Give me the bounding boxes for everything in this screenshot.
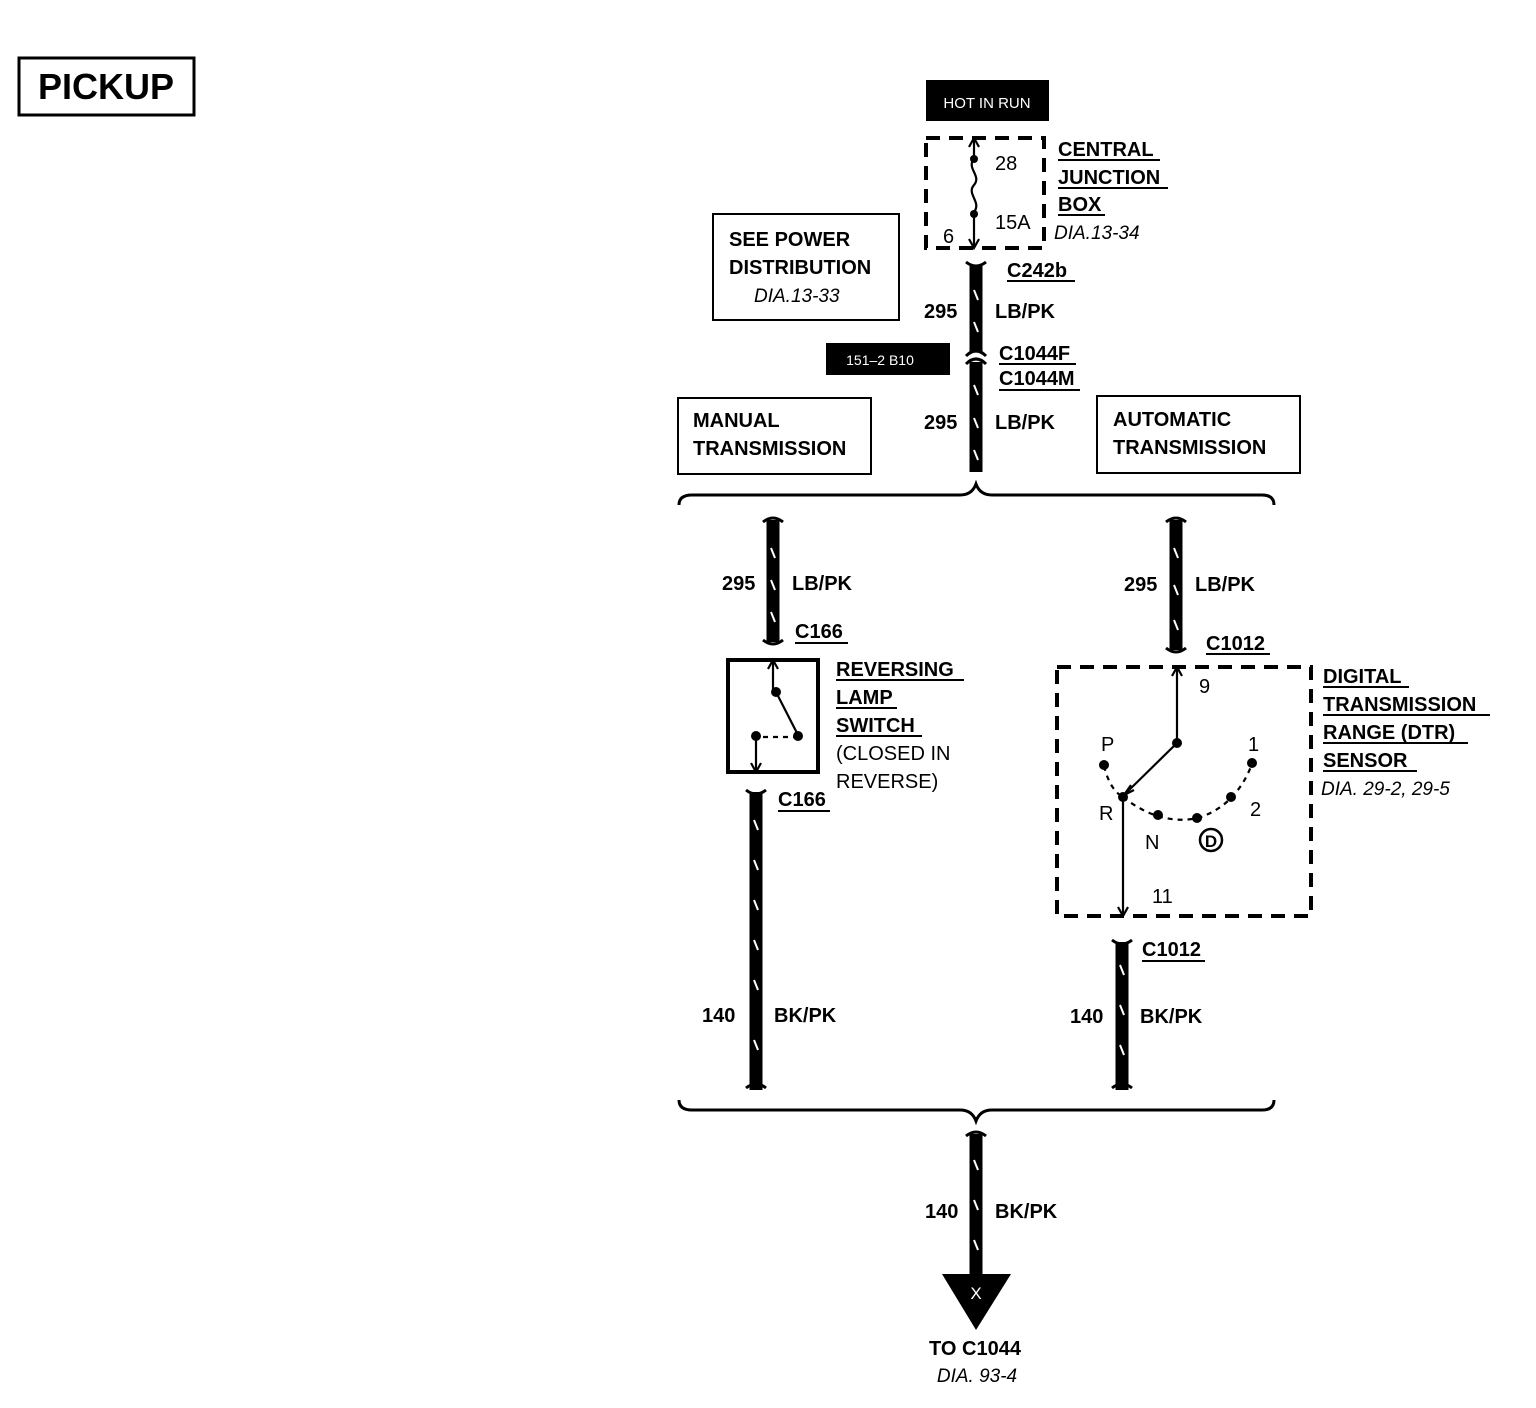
ground-wire-color: BK/PK [995,1201,1058,1223]
auto-wire-bottom-color: BK/PK [1140,1006,1203,1028]
location-badge: 151–2 B10 [826,343,950,375]
manual-wire-bottom-color: BK/PK [774,1005,837,1027]
pickup-title-box: PICKUP [17,56,196,117]
c166-top-label: C166 [795,621,843,643]
switch-label-4: (CLOSED IN [836,743,950,765]
c166-bottom-label: C166 [778,789,826,811]
jb-label-2: JUNCTION [1058,167,1160,189]
c1012-bottom-label: C1012 [1142,939,1201,961]
manual-wire-140 [745,788,767,1090]
connector-arrow-icon: X [942,1274,1011,1330]
auto-wire-top-num: 295 [1124,574,1157,596]
switch-label-1: REVERSING [836,659,954,681]
destination-ref: DIA. 93-4 [937,1366,1017,1387]
upper-wire-295 [964,260,988,472]
hot-in-run-label: HOT IN RUN [943,95,1030,112]
central-junction-box: 28 15A 6 CENTRAL JUNCTION BOX DIA.13-34 [924,135,1168,251]
hot-in-run-badge: HOT IN RUN [926,80,1049,121]
automatic-label-1: AUTOMATIC [1113,409,1231,431]
lower-option-brace [677,1099,1276,1126]
c1012-top-label: C1012 [1206,633,1265,655]
reversing-lamp-switch [726,657,820,775]
manual-label-1: MANUAL [693,410,780,432]
manual-wire-top-color: LB/PK [792,573,853,595]
arrow-mark-label: X [970,1284,981,1303]
manual-label-2: TRANSMISSION [693,438,846,460]
dtr-pos-1: 1 [1248,734,1259,756]
dtr-pos-d: D [1205,832,1217,851]
auto-wire-top-color: LB/PK [1195,574,1256,596]
pd-label-2: DISTRIBUTION [729,257,871,279]
upper-wire1-color: LB/PK [995,301,1056,323]
upper-wire1-num: 295 [924,301,957,323]
dtr-pos-p: P [1101,734,1114,756]
dtr-ref: DIA. 29-2, 29-5 [1321,779,1450,800]
upper-option-brace [677,479,1276,506]
upper-wire2-num: 295 [924,412,957,434]
upper-wire2-color: LB/PK [995,412,1056,434]
jb-pin-6: 6 [943,226,954,248]
switch-label-2: LAMP [836,687,893,709]
dtr-pin-9: 9 [1199,676,1210,698]
dtr-label-2: TRANSMISSION [1323,694,1476,716]
ground-wire-140 [965,1130,987,1280]
manual-wire-295 [762,516,784,646]
pd-ref: DIA.13-33 [754,286,840,307]
jb-label-1: CENTRAL [1058,139,1154,161]
location-badge-label: 151–2 B10 [846,352,914,368]
auto-wire-bottom-num: 140 [1070,1006,1103,1028]
jb-ref: DIA.13-34 [1054,223,1140,244]
pd-label-1: SEE POWER [729,229,851,251]
c1044f-label: C1044F [999,343,1070,365]
dtr-pos-r: R [1099,803,1113,825]
dtr-label-1: DIGITAL [1323,666,1402,688]
manual-wire-top-num: 295 [722,573,755,595]
destination-label: TO C1044 [929,1338,1022,1360]
dtr-label-4: SENSOR [1323,750,1408,772]
auto-wire-140 [1111,938,1133,1090]
switch-label-5: REVERSE) [836,771,938,793]
jb-pin-28: 28 [995,153,1017,175]
dtr-pos-n: N [1145,832,1159,854]
automatic-label-2: TRANSMISSION [1113,437,1266,459]
jb-fuse-rating: 15A [995,212,1031,234]
automatic-transmission-box: AUTOMATIC TRANSMISSION [1096,395,1301,474]
switch-label-3: SWITCH [836,715,915,737]
jb-label-3: BOX [1058,194,1102,216]
page-title: PICKUP [38,66,174,107]
ground-wire-num: 140 [925,1201,958,1223]
auto-wire-295 [1165,516,1187,654]
dtr-label-3: RANGE (DTR) [1323,722,1455,744]
power-distribution-box: SEE POWER DISTRIBUTION DIA.13-33 [712,213,900,321]
c1044m-label: C1044M [999,368,1075,390]
dtr-sensor [1055,664,1313,919]
c242b-label: C242b [1007,260,1067,282]
manual-wire-bottom-num: 140 [702,1005,735,1027]
dtr-pin-11: 11 [1152,886,1173,908]
dtr-pos-2: 2 [1250,799,1261,821]
manual-transmission-box: MANUAL TRANSMISSION [677,397,872,475]
